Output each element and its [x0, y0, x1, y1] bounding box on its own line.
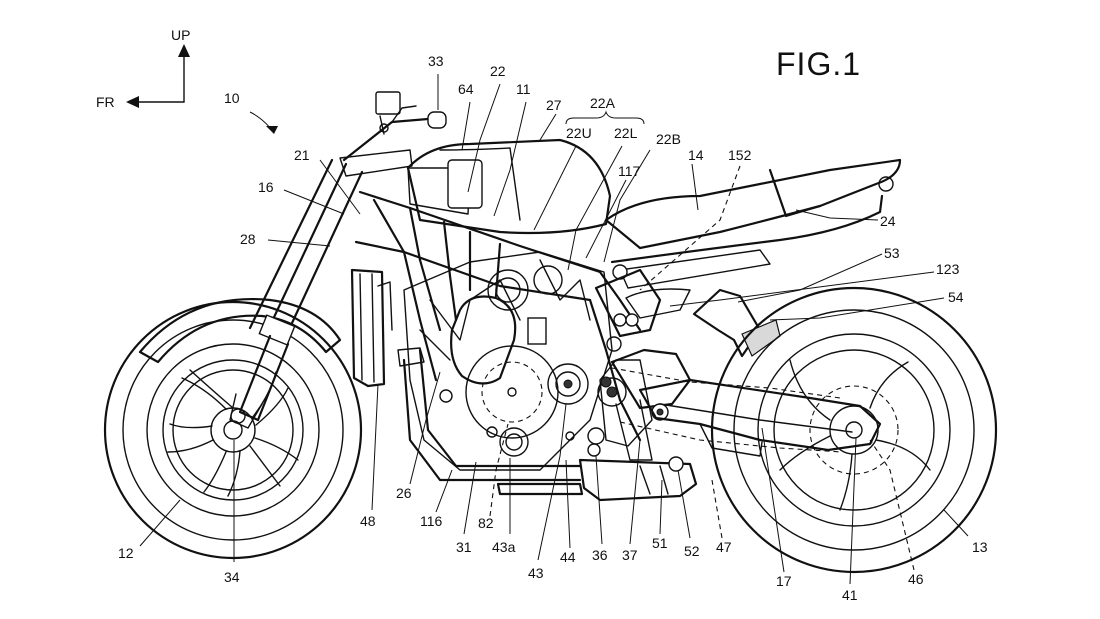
- label-52: 52: [684, 543, 700, 559]
- label-47: 47: [716, 539, 732, 555]
- swingarm: [638, 378, 882, 452]
- main-frame: [354, 190, 642, 442]
- reference-numerals: 10 33 22 64 11 27 22A 22U 22L 22B 117 14…: [118, 53, 988, 603]
- label-36: 36: [592, 547, 608, 563]
- engine: [403, 251, 627, 471]
- handlebar: [339, 91, 447, 177]
- label-16: 16: [258, 179, 274, 195]
- label-13: 13: [972, 539, 988, 555]
- label-64: 64: [458, 81, 474, 97]
- label-22A: 22A: [590, 95, 616, 111]
- label-31: 31: [456, 539, 472, 555]
- label-41: 41: [842, 587, 858, 603]
- label-54: 54: [948, 289, 964, 305]
- front-fork: [229, 158, 364, 429]
- label-10: 10: [224, 90, 240, 106]
- figure-title: FIG.1: [776, 46, 861, 82]
- label-17: 17: [776, 573, 792, 589]
- label-48: 48: [360, 513, 376, 529]
- label-26: 26: [396, 485, 412, 501]
- radiator: [350, 268, 393, 388]
- label-11: 11: [516, 81, 531, 97]
- label-51: 51: [652, 535, 668, 551]
- label-12: 12: [118, 545, 134, 561]
- label-34: 34: [224, 569, 240, 585]
- front-wheel: [103, 300, 363, 560]
- label-82: 82: [478, 515, 494, 531]
- up-label: UP: [171, 27, 190, 43]
- label-33: 33: [428, 53, 444, 69]
- label-21: 21: [294, 147, 310, 163]
- fuel-tank: [406, 138, 612, 235]
- label-43: 43: [528, 565, 544, 581]
- label-37: 37: [622, 547, 638, 563]
- label-22B: 22B: [656, 131, 681, 147]
- label-22: 22: [490, 63, 506, 79]
- label-116: 116: [420, 513, 443, 529]
- label-22U: 22U: [566, 125, 592, 141]
- label-123: 123: [936, 261, 960, 277]
- label-117: 117: [618, 163, 641, 179]
- leader-lines: [139, 74, 969, 585]
- seat: [604, 158, 902, 250]
- label-46: 46: [908, 571, 924, 587]
- exhaust: [397, 347, 698, 502]
- label-43a: 43a: [492, 539, 516, 555]
- label-27: 27: [546, 97, 562, 113]
- front-fender: [138, 298, 342, 364]
- label-24: 24: [880, 213, 896, 229]
- direction-indicator: UP FR: [96, 27, 190, 110]
- label-53: 53: [884, 245, 900, 261]
- rear-wheel: [710, 286, 998, 574]
- label-44: 44: [560, 549, 576, 565]
- label-28: 28: [240, 231, 256, 247]
- label-22L: 22L: [614, 125, 638, 141]
- front-label: FR: [96, 94, 115, 110]
- label-152: 152: [728, 147, 752, 163]
- label-14: 14: [688, 147, 704, 163]
- tail-cowl: [610, 168, 884, 264]
